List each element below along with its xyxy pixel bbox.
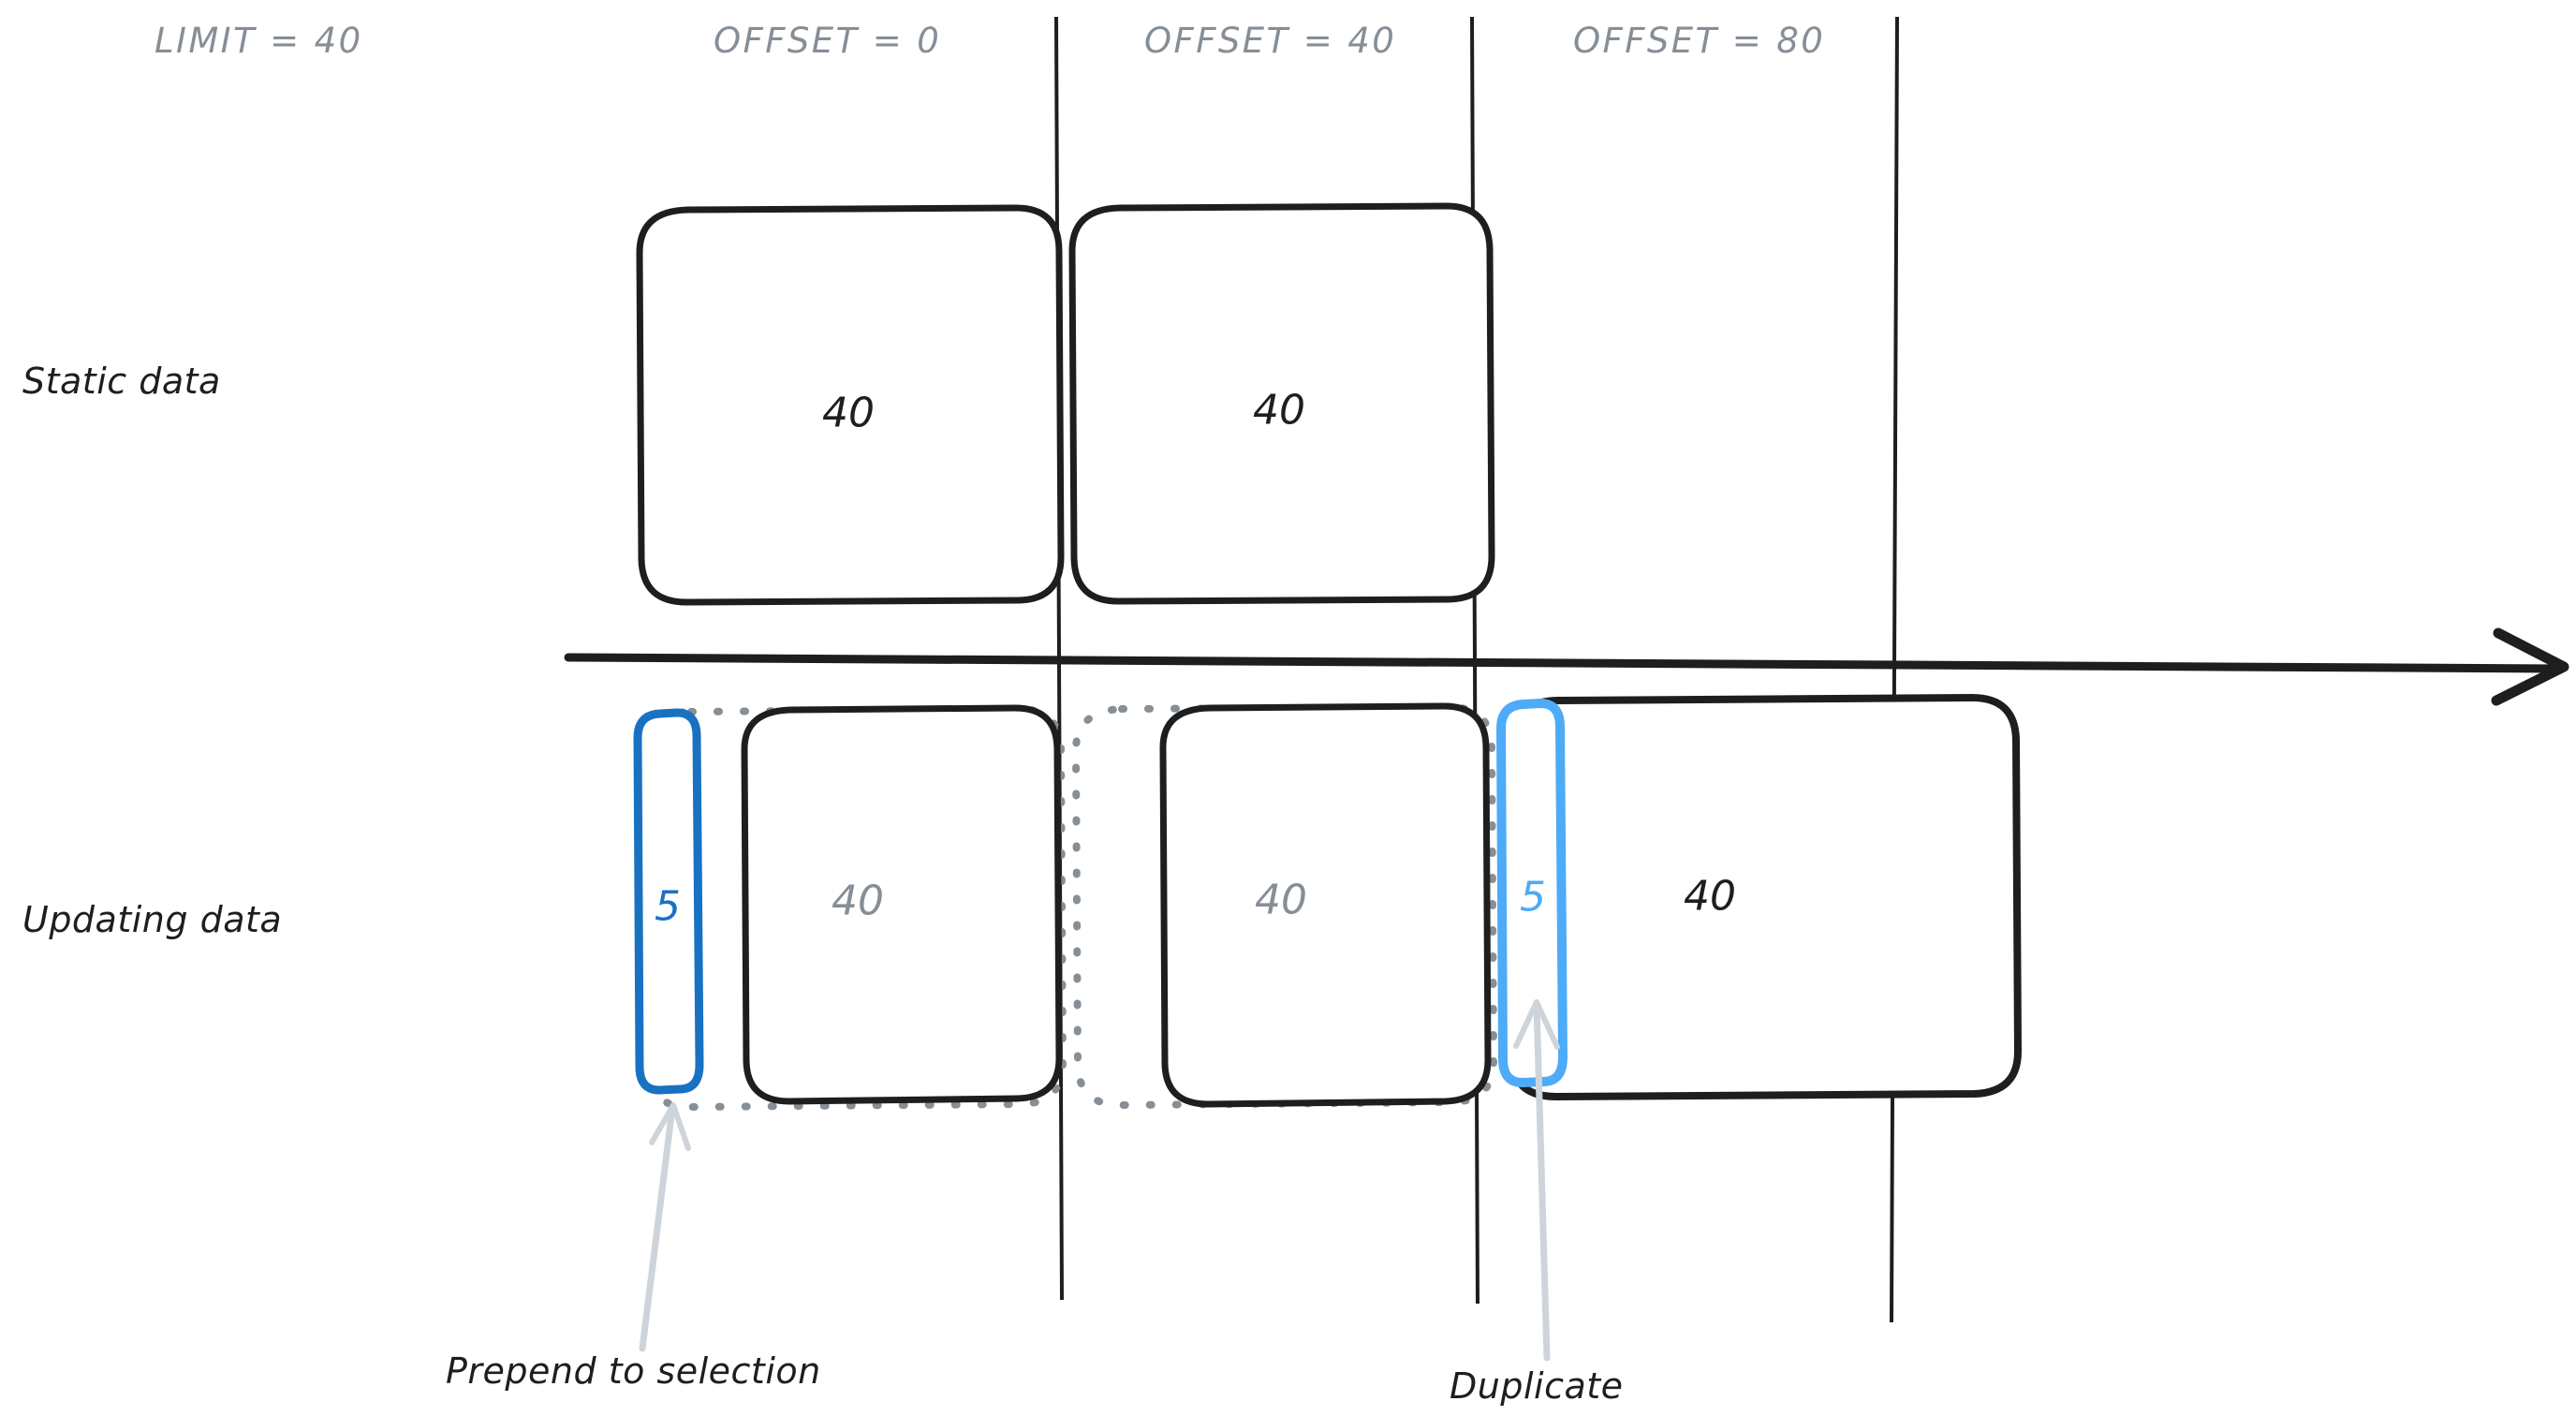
blue-box-right-value: 5 (1520, 873, 1546, 922)
leader-arrowhead-prepend-icon (649, 1102, 691, 1151)
leader-arrow-duplicate-icon (1533, 1001, 1551, 1362)
blue-box-left-value: 5 (655, 882, 681, 931)
static-box-2-value: 40 (1253, 386, 1305, 435)
annotation-leaders (639, 999, 1560, 1362)
static-row-boxes (636, 202, 1495, 606)
leader-arrowhead-duplicate-icon (1513, 999, 1560, 1050)
timeline-axis-line (564, 653, 2561, 673)
updating-box-40-c (1506, 694, 2022, 1100)
column-label-offset-0: OFFSET = 0 (714, 21, 942, 61)
blue-box-right (1496, 699, 1568, 1087)
updating-box-40-a-value: 40 (832, 877, 884, 925)
leader-arrow-prepend-icon (639, 1104, 676, 1352)
divider-offset-80-end (1890, 16, 1899, 1323)
updating-box-40-b (1159, 702, 1492, 1108)
updating-row-blue-boxes (633, 699, 1568, 1095)
static-box-2 (1068, 202, 1495, 605)
annotation-prepend-to-selection: Prepend to selection (446, 1350, 821, 1392)
column-label-limit: LIMIT = 40 (155, 21, 363, 61)
blue-box-left (633, 708, 704, 1095)
row-label-static-data: Static data (22, 361, 221, 402)
timeline-arrow (564, 627, 2569, 706)
annotation-duplicate: Duplicate (1450, 1365, 1624, 1407)
row-label-updating-data: Updating data (22, 899, 283, 940)
updating-box-40-b-value: 40 (1255, 876, 1307, 924)
updating-box-40-c-value: 40 (1684, 872, 1736, 921)
column-label-offset-80: OFFSET = 80 (1573, 21, 1826, 61)
static-box-1 (636, 204, 1065, 606)
updating-row-boxes (741, 694, 2022, 1108)
updating-box-40-a (741, 704, 1063, 1105)
static-box-1-value: 40 (822, 389, 875, 437)
column-label-offset-40: OFFSET = 40 (1144, 21, 1397, 61)
timeline-arrowhead-icon (2491, 627, 2569, 706)
